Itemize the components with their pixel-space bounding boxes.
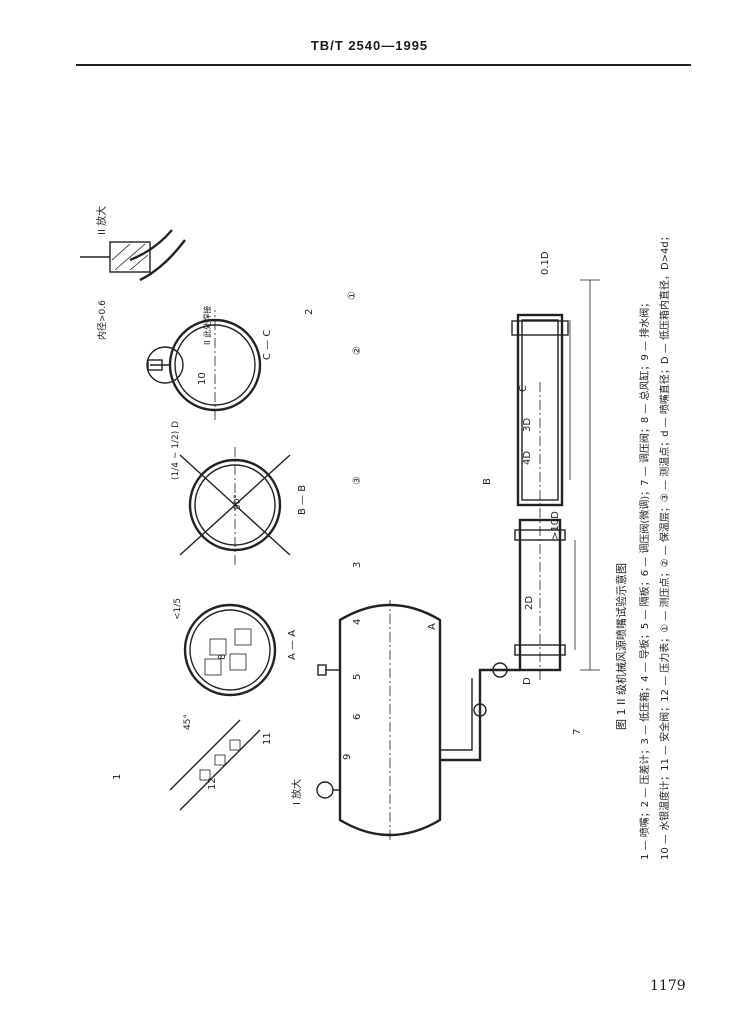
detail-2-view: II 放大 内径>0.6 bbox=[80, 206, 186, 340]
standard-header: TB/T 2540—1995 bbox=[310, 38, 429, 53]
callout-10: 10 bbox=[197, 372, 208, 385]
section-bb-view: 90° B — B (1/4 ~ 1/2) D bbox=[171, 421, 308, 565]
callout-7: 7 bbox=[572, 729, 583, 735]
dim-2d: 2D bbox=[524, 596, 535, 610]
callout-12: 12 bbox=[207, 777, 218, 790]
dim-4d: 4D bbox=[522, 451, 533, 465]
dim-d: D bbox=[522, 677, 533, 685]
callout-1: 1 bbox=[112, 774, 123, 780]
page-number: 1179 bbox=[650, 978, 686, 994]
section-cc-note: II 此处焊接 bbox=[202, 306, 212, 345]
circled-3: ③ bbox=[352, 476, 363, 485]
section-cc-label: C — C bbox=[262, 330, 273, 360]
callout-6: 6 bbox=[352, 714, 363, 720]
figure-caption: 图 1 II 级机械风源喷嘴试验示意图 bbox=[614, 563, 628, 730]
dim-a: A bbox=[427, 623, 438, 630]
callout-2: 2 bbox=[304, 309, 315, 315]
callout-5: 5 bbox=[352, 674, 363, 680]
test-apparatus-figure: II 放大 内径>0.6 C — C II 此处焊接 90° B — B (1/… bbox=[80, 206, 671, 860]
dim-b: B bbox=[482, 478, 493, 485]
callout-8: 8 bbox=[217, 654, 228, 660]
section-bb-angle: 90° bbox=[233, 494, 243, 510]
section-bb-label: B — B bbox=[297, 485, 308, 515]
header-rule bbox=[76, 64, 691, 66]
reservoir-tank bbox=[316, 600, 442, 840]
callout-11: 11 bbox=[262, 732, 273, 745]
section-aa-view: A — A <1/5 bbox=[173, 598, 298, 697]
dim-gt10d: >10D bbox=[550, 511, 561, 540]
section-aa-label: A — A bbox=[287, 630, 298, 660]
detail-2-label: II 放大 bbox=[95, 206, 108, 235]
dimension-labels: 0.1D C 3D 4D B >10D 2D A D bbox=[427, 251, 561, 685]
callout-9: 9 bbox=[342, 754, 353, 760]
detail-2-dim: 内径>0.6 bbox=[96, 300, 108, 340]
legend-line-2: 10 — 水银温度计；11 — 安全阀；12 — 压力表；① — 测压点；② —… bbox=[658, 231, 671, 860]
piping bbox=[440, 662, 520, 762]
figure-caption-block: 图 1 II 级机械风源喷嘴试验示意图 1 — 喷嘴；2 — 压差计；3 — 低… bbox=[614, 231, 671, 860]
section-bb-dims: (1/4 ~ 1/2) D bbox=[171, 421, 181, 480]
dim-3d: 3D bbox=[522, 418, 533, 432]
legend-line-1: 1 — 喷嘴；2 — 压差计；3 — 低压箱；4 — 导板；5 — 隔板；6 —… bbox=[638, 298, 651, 860]
callout-labels: 1 2 3 4 5 6 7 8 9 10 11 12 ① ② ③ bbox=[112, 291, 583, 790]
circled-1: ① bbox=[347, 291, 358, 300]
dim-c: C bbox=[518, 385, 529, 392]
circled-2: ② bbox=[352, 346, 363, 355]
low-pressure-box bbox=[511, 313, 569, 680]
dimension-lines bbox=[569, 279, 600, 671]
callout-4: 4 bbox=[352, 619, 363, 625]
section-cc-view: C — C II 此处焊接 bbox=[146, 306, 273, 420]
section-aa-dim: <1/5 bbox=[173, 598, 183, 620]
detail-1-angle: 45° bbox=[183, 714, 193, 730]
callout-3: 3 bbox=[352, 562, 363, 568]
dim-0.1d: 0.1D bbox=[540, 251, 551, 275]
detail-1-view: I 放大 45° bbox=[169, 714, 303, 811]
detail-1-label: I 放大 bbox=[290, 779, 303, 805]
